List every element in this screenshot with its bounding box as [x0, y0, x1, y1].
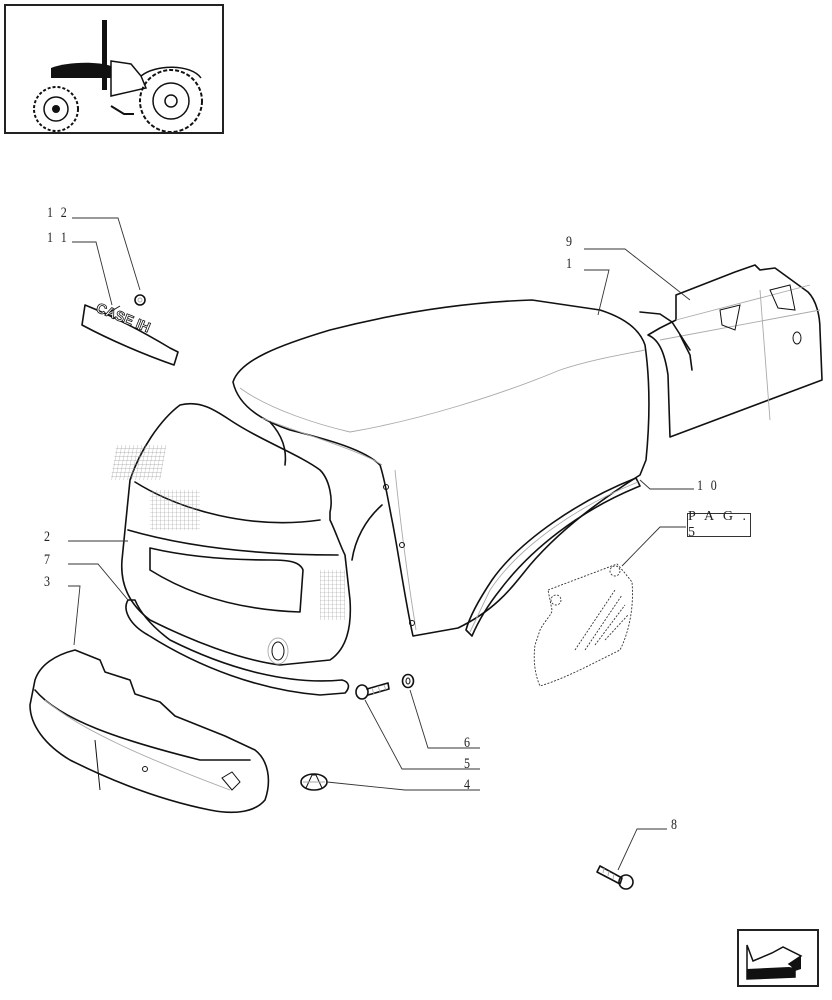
- case-ih-badge-part-11[interactable]: CASE IH: [81, 299, 179, 366]
- nut-part-12[interactable]: [134, 294, 146, 306]
- side-grille-panel[interactable]: [533, 563, 633, 687]
- callout-6[interactable]: 6: [464, 735, 473, 751]
- seal-strip-part-10[interactable]: [465, 477, 641, 637]
- callout-3[interactable]: 3: [44, 574, 53, 590]
- callout-4[interactable]: 4: [464, 777, 473, 793]
- tractor-icon: [33, 20, 203, 133]
- callout-12[interactable]: 1 2: [47, 205, 70, 221]
- leader-lines: [68, 217, 694, 871]
- previous-page-button[interactable]: [737, 929, 819, 987]
- screw-part-5[interactable]: [355, 682, 390, 700]
- tractor-thumbnail[interactable]: [4, 4, 224, 134]
- grille-mesh: [110, 445, 345, 620]
- callout-10[interactable]: 1 0: [697, 478, 720, 494]
- callout-11[interactable]: 1 1: [47, 230, 70, 246]
- washer-part-6[interactable]: [401, 673, 415, 689]
- front-nose-part-3[interactable]: [29, 649, 270, 814]
- callout-1[interactable]: 1: [566, 256, 575, 272]
- callout-7[interactable]: 7: [44, 552, 53, 568]
- push-clip-part-4[interactable]: [300, 773, 328, 791]
- lower-trim-part-7[interactable]: [125, 599, 350, 696]
- callout-2[interactable]: 2: [44, 529, 53, 545]
- hood-part-1[interactable]: [232, 299, 650, 637]
- page-reference-link[interactable]: P A G . 5: [687, 509, 751, 540]
- callout-5[interactable]: 5: [464, 756, 473, 772]
- svg-text:CASE IH: CASE IH: [94, 299, 153, 335]
- callout-8[interactable]: 8: [671, 817, 680, 833]
- back-arrow-icon: [746, 944, 803, 980]
- rear-panel-part-9[interactable]: [639, 264, 823, 438]
- front-grille-part-2[interactable]: [110, 402, 352, 666]
- bolt-part-8[interactable]: [596, 865, 634, 890]
- callout-9[interactable]: 9: [566, 234, 575, 250]
